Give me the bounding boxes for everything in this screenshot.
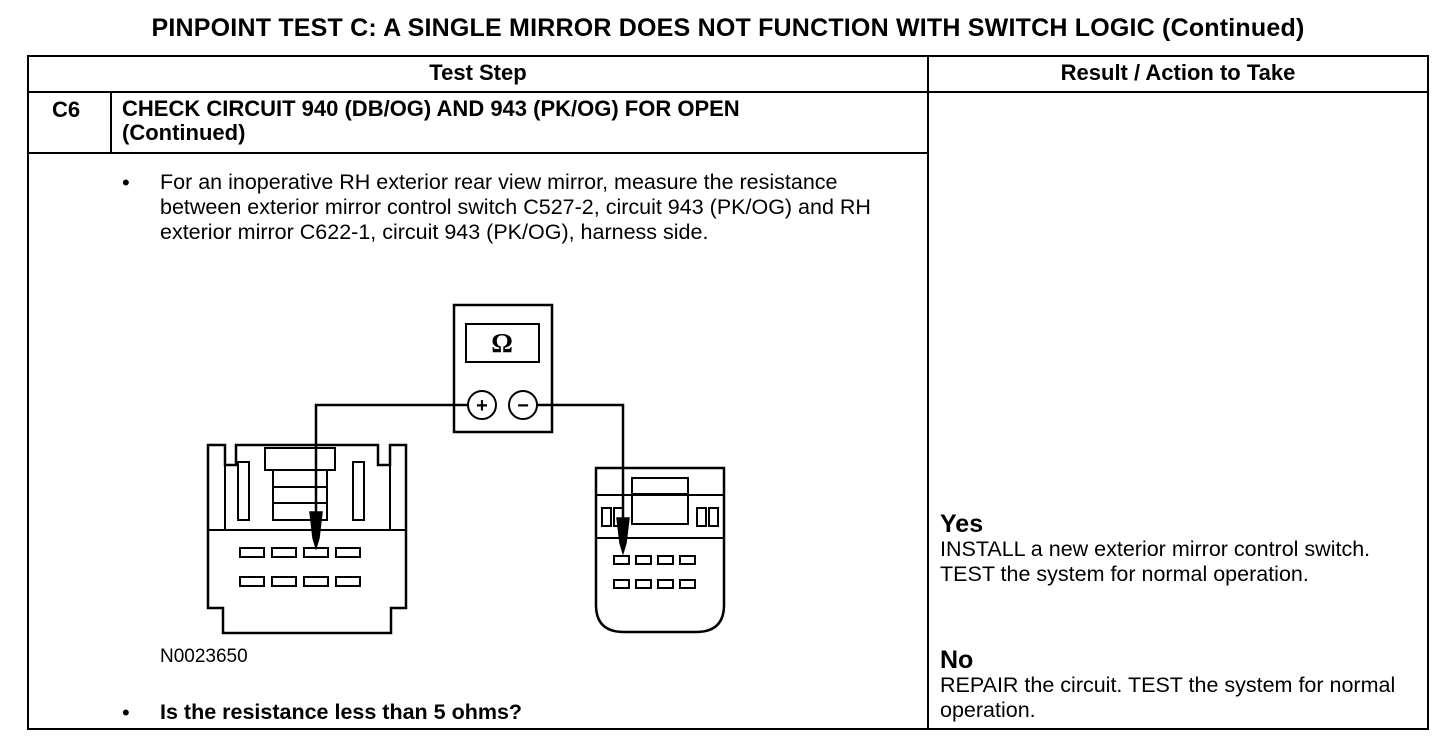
positive-test-lead xyxy=(314,403,468,545)
c622-lock-tab xyxy=(631,477,689,525)
ohm-symbol: Ω xyxy=(491,328,513,358)
no-label: No xyxy=(940,646,974,674)
yes-label: Yes xyxy=(940,510,984,538)
step-id: C6 xyxy=(52,97,81,122)
table-border xyxy=(27,55,1429,730)
positive-probe-tip xyxy=(309,511,323,551)
instruction-text: For an inoperative RH exterior rear view… xyxy=(160,170,871,244)
question-bullet: • xyxy=(122,700,130,725)
result-column-header: Result / Action to Take xyxy=(1060,60,1296,85)
c622-pin-cavities xyxy=(613,555,696,589)
figure-id: N0023650 xyxy=(160,646,248,667)
bullet-marker: • xyxy=(122,170,130,195)
result-yes: Yes INSTALL a new exterior mirror contro… xyxy=(940,511,1410,587)
step-title-line2: (Continued) xyxy=(122,120,246,145)
plus-symbol: + xyxy=(476,395,488,417)
c527-connector-body xyxy=(206,443,408,635)
no-action: REPAIR the circuit. TEST the system for … xyxy=(940,673,1396,722)
c527-lock-tab-right xyxy=(352,461,365,521)
ohmmeter-display xyxy=(465,323,540,363)
c527-pin-cavities xyxy=(239,547,361,587)
step-title-line1: CHECK CIRCUIT 940 (DB/OG) AND 943 (PK/OG… xyxy=(122,96,740,121)
yes-action: INSTALL a new exterior mirror control sw… xyxy=(940,537,1371,586)
result-no: No REPAIR the circuit. TEST the system f… xyxy=(940,647,1410,723)
negative-test-lead xyxy=(537,403,625,550)
ohmmeter-body xyxy=(452,303,554,434)
minus-symbol: − xyxy=(517,395,529,417)
step-title: CHECK CIRCUIT 940 (DB/OG) AND 943 (PK/OG… xyxy=(122,97,912,145)
test-step-column-header: Test Step xyxy=(429,60,527,85)
negative-probe-tip xyxy=(616,517,630,556)
c527-lock-tab-left xyxy=(237,461,250,521)
c622-connector-body xyxy=(594,466,726,634)
page-title: PINPOINT TEST C: A SINGLE MIRROR DOES NO… xyxy=(151,14,1305,42)
question-text: Is the resistance less than 5 ohms? xyxy=(160,700,523,724)
